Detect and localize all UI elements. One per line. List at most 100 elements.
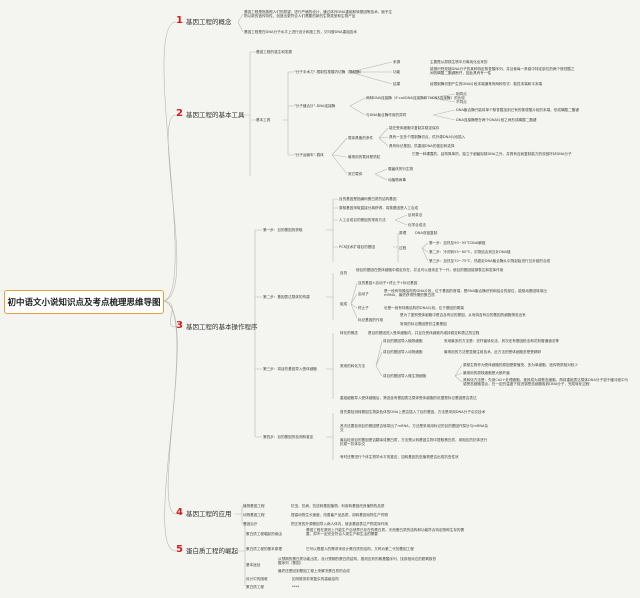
carrier-other-1: 噬菌体的衍生物 xyxy=(388,167,414,171)
step3-methods: 常用的转化方法 xyxy=(340,364,366,368)
step2-marker-text-2: 常用的标记基因是抗生素基因 xyxy=(400,322,447,326)
protein-principle: 蛋白质工程的基本原理 xyxy=(246,547,282,551)
scissors-result: 结果 xyxy=(393,82,401,86)
step4-mrna-check: 其次还要检测目的基因是否转录出了mRNA，方法是采用用标记的目的基因作探针与mR… xyxy=(340,424,489,433)
step2-terminator: 终止子 xyxy=(358,306,369,310)
app-gene-therapy: 基因治疗 xyxy=(243,522,258,526)
step2-promoter: 启动子 xyxy=(358,292,369,296)
step1-target-gene: 目的基因是指编码蛋白质的结构基因 xyxy=(339,197,397,201)
method-plant-text: 采用最多的方法是：农杆菌转化法，其次还有基因枪法和花粉管通道法等 xyxy=(444,339,559,343)
step1-source: 原核基因采取直接分离获得，真核基因是人工合成 xyxy=(339,206,419,210)
concept-dna-level: 基因工程是在DNA分子水平上进行设计和施工的，又叫做DNA重组技术 xyxy=(244,30,357,34)
section-number: 4 xyxy=(176,507,183,518)
concept-definition: 基因工程是指按照人们的愿望，进行严格的设计，通过体外DNA重组和转基因等技术，赋… xyxy=(244,10,393,19)
scissors-src: 来源 xyxy=(393,60,401,64)
step2-marker-text-1: 是为了鉴别受体细胞中是否含有目的基因，从而将含有目的基因的细胞筛选出来 xyxy=(400,313,526,317)
carrier-other-2: 动植物病毒 xyxy=(388,178,406,182)
carrier-common-text: 它是一种裸露的、结构简单的、独立于细菌拟核DNA之外，并具有自我复制能力的双链环… xyxy=(412,152,572,156)
step2-promoter-text: 是一段有特殊结构的DNA片段，位于基因的首端，是RNA聚合酶识别和结合的部位，能… xyxy=(384,289,547,298)
section-2[interactable]: 2 基因工程的基本工具 xyxy=(176,108,244,119)
needle-node: "分子缝合针"-DNA连接酶 xyxy=(294,104,336,108)
section-3[interactable]: 3 基因工程的基本操作程序 xyxy=(176,320,257,331)
app-animal: 动物基因工程 xyxy=(243,513,265,517)
needle-vs-polymerase: 与DNA聚合酶作用的异同 xyxy=(366,113,407,117)
step2-purpose-text: 使目的基因在受体细胞中稳定存在，并且可以遗传至下一代，使目的基因能够表达和发挥作… xyxy=(356,268,504,272)
protein-path-text-2: 最终还是回到基因工程上来解决蛋白质的合成 xyxy=(278,569,350,573)
app-plant: 植物基因工程 xyxy=(243,504,265,508)
section-label: 基因工程的应用 xyxy=(185,509,232,518)
step1-synthesis: 人工合成目的基因的常用方法 xyxy=(339,218,386,222)
pcr-step-3: 第三步：加热至70~75℃，热稳定DNA聚合酶从引物起始进行互补链的合成 xyxy=(429,259,551,263)
step4-dna-check: 首先要检测转基因生物染色体的DNA上是否插入了目的基因，方法是采用DNA分子杂交… xyxy=(340,410,486,414)
scissors-result-text: 经限制酶切割产生的DNA片段末端通常有两种形式：黏性末端和平末端 xyxy=(430,82,543,86)
step2-composition: 组成 xyxy=(340,302,348,306)
pcr-step-1: 第一步：加热至90~95℃DNA解链 xyxy=(429,241,486,245)
root-title: 初中语文小说知识点及考点梳理思维导图 xyxy=(4,290,164,314)
section-label: 基因工程的基本操作程序 xyxy=(185,322,258,331)
method-animal-text: 最常用的方法是显微注射技术，此方法的受体细胞多是受精卵 xyxy=(444,350,542,354)
protein-path: 基本途径 xyxy=(246,563,261,567)
tools-node: 基本工具 xyxy=(256,118,271,122)
step3-concept: 转化的概念 xyxy=(340,331,358,335)
protein-path-text-1: 从预期的蛋白质功能出发，设计预期的蛋白质结构，推测应有的氨基酸序列，找到相对应的… xyxy=(278,557,437,566)
step-1: 第一步：目的基因的获取 xyxy=(263,228,303,232)
step-2: 第二步：基因表达载体的构建 xyxy=(263,295,310,299)
carrier-node: "分子运输车"-载体 xyxy=(294,153,324,157)
scissors-func: 功能 xyxy=(393,70,401,74)
carrier-cond-3: 具有标记基因，供重组DNA的鉴定和选择 xyxy=(389,144,455,148)
section-label: 基因工程的概念 xyxy=(185,17,232,26)
pcr-step-2: 第二步：冷却到55~60℃，引物结合到互补DNA链 xyxy=(429,250,511,254)
section-label: 基因工程的基本工具 xyxy=(185,110,245,119)
section-5[interactable]: 5 蛋白质工程的崛起 xyxy=(176,544,238,555)
step2-purpose: 目的 xyxy=(340,271,348,275)
origin-node: 基因工程的诞生和发展 xyxy=(256,50,292,54)
app-gene-therapy-text: 把正常的外源基因导入病人体内，使该基因表达产物发挥作用 xyxy=(291,522,389,526)
method-animal: 将目的基因导入动物细胞 xyxy=(383,350,423,354)
method-microbe: 将目的基因导入微生物细胞 xyxy=(383,374,427,378)
protein-difficulty-text: 如何推测非常复杂的高级结构 xyxy=(292,577,339,581)
step-3: 第三步：将目的基因导入受体细胞 xyxy=(263,367,317,371)
section-number: 5 xyxy=(176,544,183,555)
protein-origin: 蛋白质工程崛起的缘由 xyxy=(246,532,282,536)
step2-components: 目的基因+启动子+终止子+标记基因 xyxy=(358,281,418,285)
step3-screening: 重组细胞导入受体细胞后，筛选含有基因表达载体受体细胞的依据是标记基因是否表达 xyxy=(340,396,477,400)
scissors-node: "分子手术刀"-限制性核酸内切酶（限制酶） xyxy=(294,70,364,74)
section-1[interactable]: 1 基因工程的概念 xyxy=(176,15,231,26)
protein-origin-text: 基因工程在原则上只能生产自然界已存在的蛋白质，天然蛋白质的结构和功能符合特定物种… xyxy=(306,528,465,537)
protein-engineering: 蛋白质工程 xyxy=(246,585,264,589)
carrier-conditions: 载体具备的条件 xyxy=(348,136,374,140)
step-4: 第四步：目的基因的检测和鉴定 xyxy=(263,435,314,439)
section-number: 3 xyxy=(176,320,183,331)
needle-same: 相同点 xyxy=(456,92,467,96)
step4-individual: 有时还需进行个体生物学水平的鉴定，如转基因抗虫植物是否出现抗虫性状 xyxy=(340,455,459,459)
microbe-text-2: 最常用的原核细胞是大肠杆菌 xyxy=(463,371,510,375)
microbe-text-3: 其转化方法是：先用Ca2+处理细胞，使其成为感受态细胞，再将重组表达载体DNA分… xyxy=(463,378,629,387)
microbe-text-1: 原核生物作为受体细胞的原因是繁殖快、多为单细胞、遗传物质相对较少 xyxy=(463,363,578,367)
section-label: 蛋白质工程的崛起 xyxy=(185,546,238,555)
step4-protein-check: 最后检测目的基因是否翻译成蛋白质，方法是从转基因生物中提取蛋白质，用相应的抗体进… xyxy=(340,438,488,447)
protein-principle-text: 它可以根据人的需求来设计蛋白质的结构，又称为第二代的基因工程 xyxy=(306,547,414,551)
step1-reverse-transcription: 反转录法 xyxy=(408,213,423,217)
carrier-cond-2: 具有一至多个限制酶切点，供外源DNA片段插入 xyxy=(389,135,466,139)
section-number: 1 xyxy=(176,15,183,26)
pcr-principle-text: DNA双链复制 xyxy=(415,231,438,235)
protein-engineering-text: **** xyxy=(292,585,300,589)
needle-ligase: DNA连接酶是在两个DNA片段之间形成磷酸二酯键 xyxy=(456,118,537,122)
section-number: 2 xyxy=(176,108,183,119)
step1-pcr: PCR技术扩增目的基因 xyxy=(339,245,375,249)
app-animal-text: 提高动物生长速度、改善畜产品品质、用转基因动物生产药物 xyxy=(291,513,389,517)
method-plant: 将目的基因导入植物细胞 xyxy=(383,339,423,343)
scissors-src-text: 主要是从原核生物中分离纯化出来的 xyxy=(430,60,488,64)
step3-concept-text: 是目的基因进入受体细胞内，并且在受体细胞内维持稳定和表达的过程 xyxy=(368,331,480,335)
pcr-process: 过程 xyxy=(399,246,407,250)
carrier-other: 其它载体 xyxy=(348,172,363,176)
carrier-common: 最常用的载体是质粒 xyxy=(348,155,381,159)
needle-polymerase: DNA聚合酶只能将单个核苷酸加到已有的核苷酸片段的末端，形成磷酸二酯键 xyxy=(456,108,579,112)
protein-difficulty: 设计中的困难 xyxy=(246,577,268,581)
step1-chemical: 化学合成法 xyxy=(408,223,426,227)
section-4[interactable]: 4 基因工程的应用 xyxy=(176,507,231,518)
needle-compare: 两种DNA连接酶（E·coliDNA连接酶和T4DNA连接酶）的比较 xyxy=(366,96,465,100)
step2-marker: 标记基因的作用 xyxy=(358,318,384,322)
carrier-cond-1: 能在受体细胞中复制并稳定保存 xyxy=(389,126,440,130)
